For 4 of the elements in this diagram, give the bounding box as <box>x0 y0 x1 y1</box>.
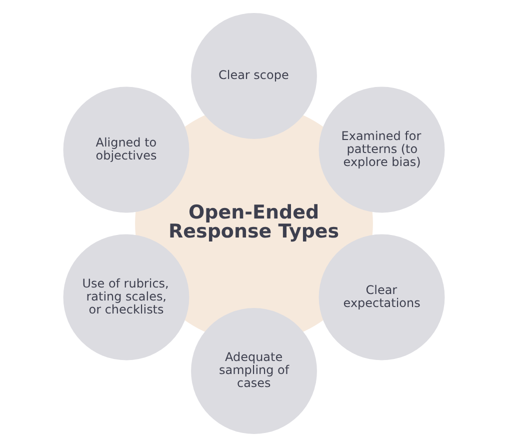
node-circle: Examined for patterns (to explore bias) <box>318 86 445 212</box>
node-circle: Adequate sampling of cases <box>191 308 317 434</box>
node-circle: Aligned to objectives <box>63 86 190 212</box>
node-circle: Clear scope <box>191 12 317 138</box>
